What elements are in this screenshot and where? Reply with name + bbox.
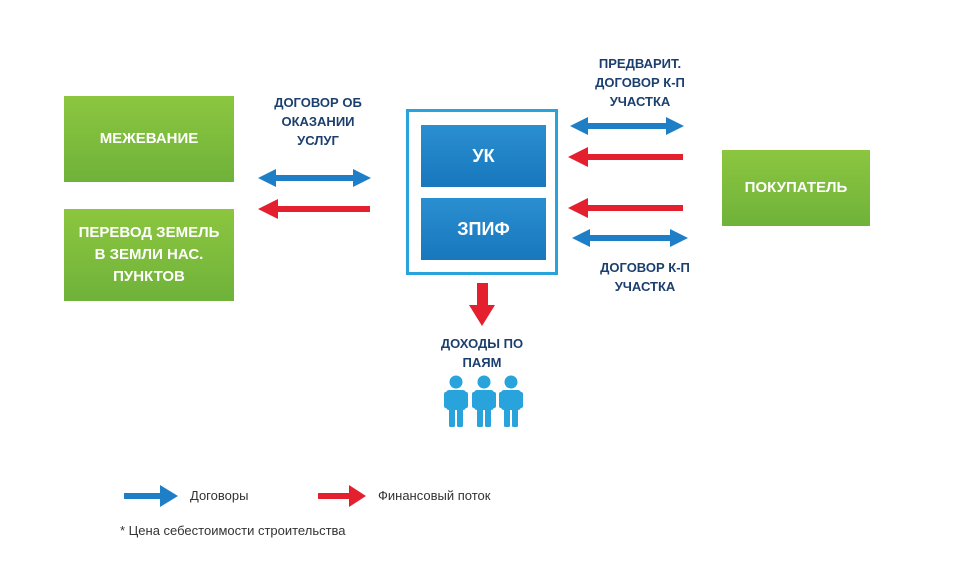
legend-finance-label: Финансовый поток — [378, 488, 491, 503]
uk-label: УК — [472, 145, 495, 166]
legend-contracts-label: Договоры — [190, 488, 249, 503]
predvarit-dogovor-label: ПРЕДВАРИТ. ДОГОВОР К-П УЧАСТКА — [595, 56, 685, 109]
mezhevanie-label: МЕЖЕВАНИЕ — [99, 130, 199, 147]
left-finance-arrow — [258, 199, 370, 219]
right-bottom-contract-arrow — [572, 229, 688, 247]
pokupatel-box: ПОКУПАТЕЛЬ — [722, 150, 870, 226]
dohody-label: ДОХОДЫ ПО ПАЯМ — [440, 336, 524, 370]
right-top-contract-arrow — [570, 117, 684, 135]
dogovor-kp-label: ДОГОВОР К-П УЧАСТКА — [600, 260, 690, 294]
left-contract-arrow — [258, 169, 371, 187]
legend-contracts-arrow — [124, 485, 178, 507]
perevod-zemel-label: ПЕРЕВОД ЗЕМЕЛЬ В ЗЕМЛИ НАС. ПУНКТОВ — [78, 224, 220, 285]
right-bottom-finance-arrow — [568, 198, 683, 218]
legend-finance-arrow — [318, 485, 366, 507]
right-top-finance-arrow — [568, 147, 683, 167]
down-finance-arrow — [469, 283, 495, 326]
uk-box: УК — [421, 125, 546, 187]
footnote: * Цена себестоимости строительства — [120, 523, 346, 538]
perevod-zemel-box: ПЕРЕВОД ЗЕМЕЛЬ В ЗЕМЛИ НАС. ПУНКТОВ — [64, 209, 234, 301]
zpif-label: ЗПИФ — [457, 218, 510, 239]
mezhevanie-box: МЕЖЕВАНИЕ — [64, 96, 234, 182]
investors-icon — [444, 375, 523, 427]
dogovor-uslug-label: ДОГОВОР ОБ ОКАЗАНИИ УСЛУГ — [274, 95, 362, 148]
pokupatel-label: ПОКУПАТЕЛЬ — [744, 179, 848, 196]
zpif-box: ЗПИФ — [421, 198, 546, 260]
